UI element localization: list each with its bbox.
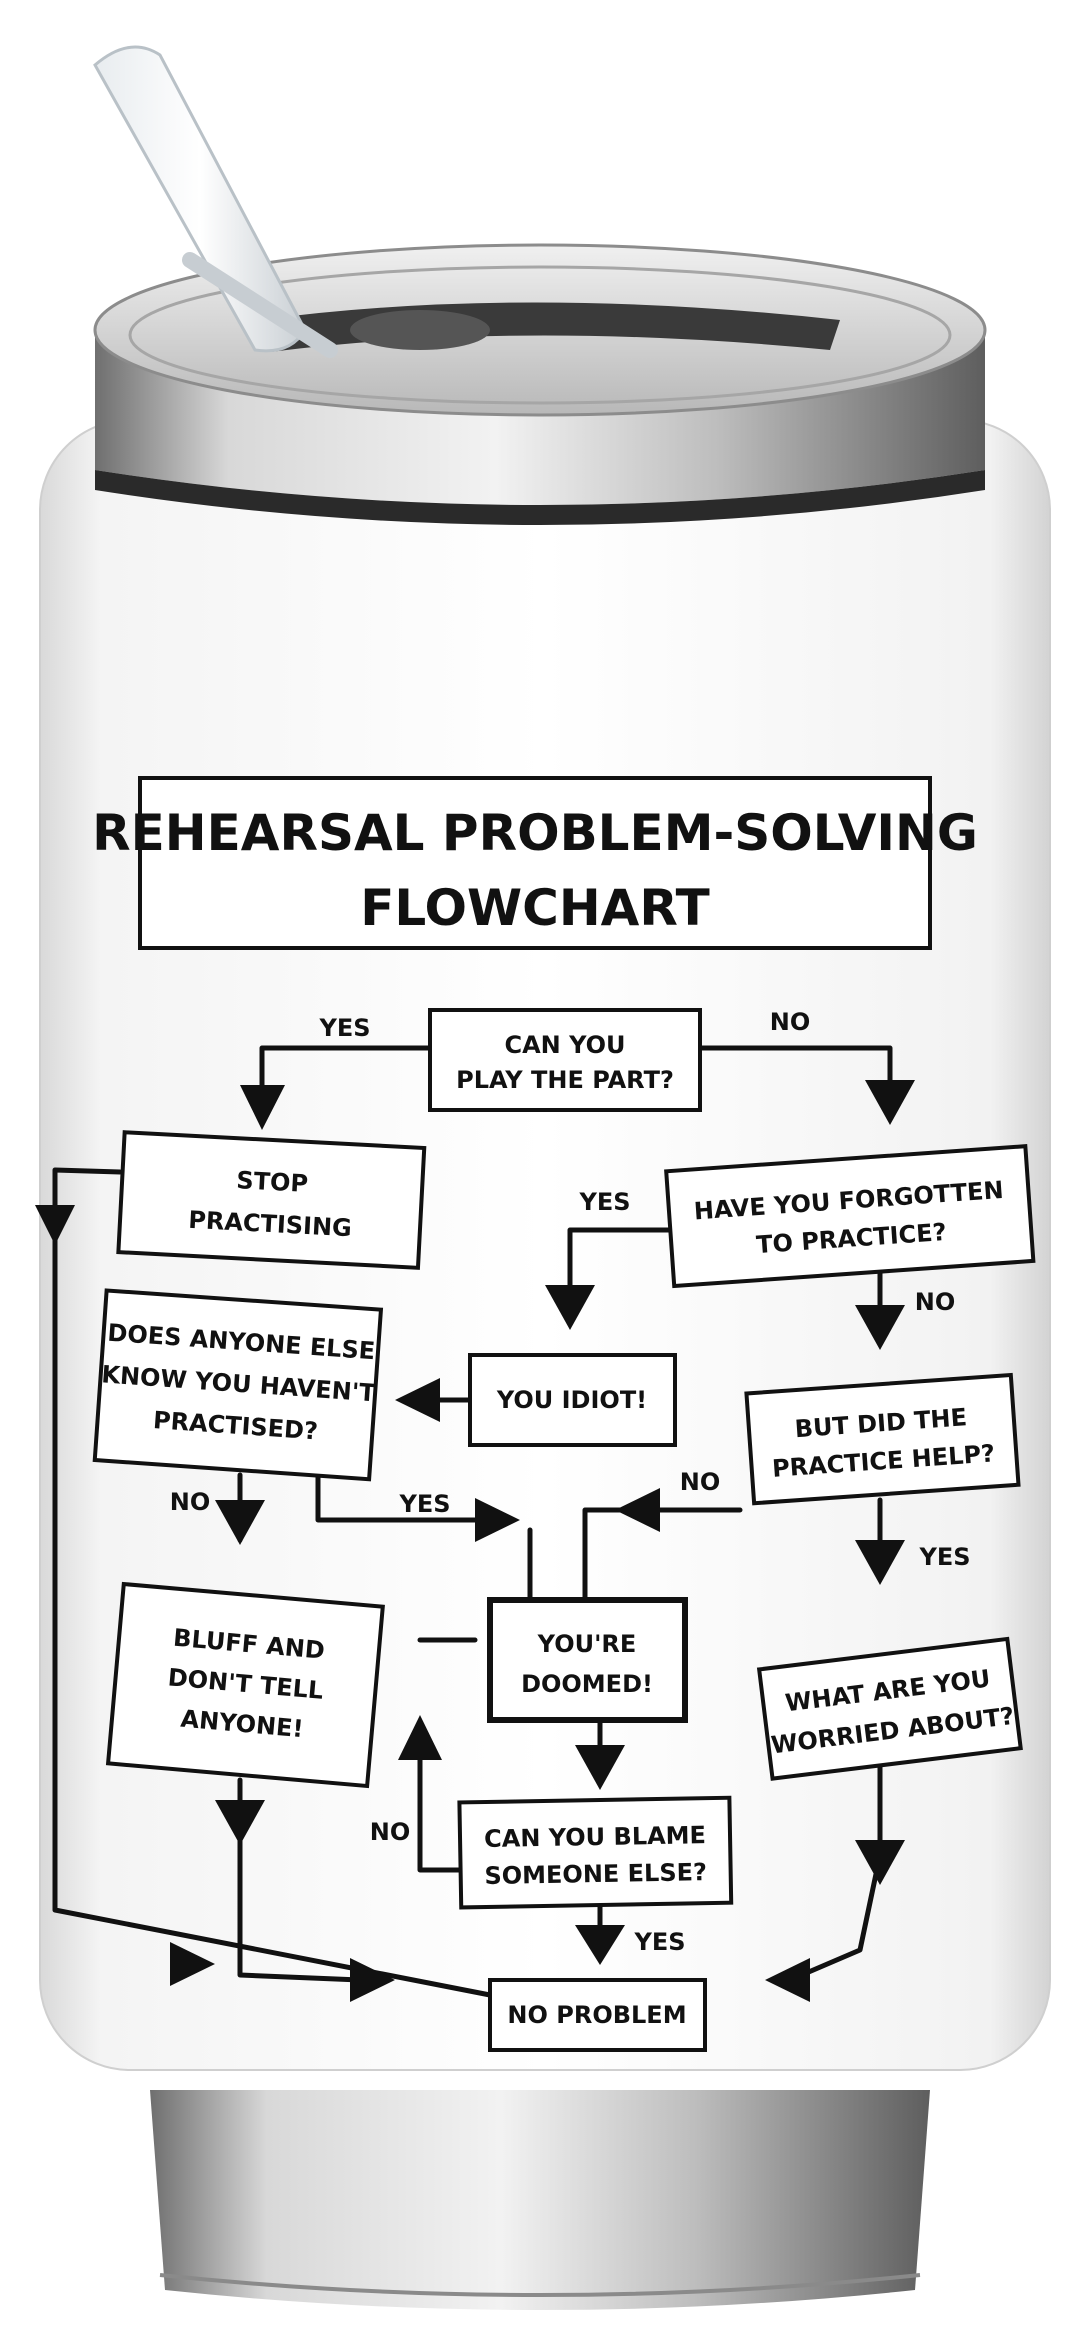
node-can-you-play: CAN YOU PLAY THE PART? (428, 1008, 702, 1112)
title-line-2: FLOWCHART (360, 879, 710, 937)
label-play-no: NO (770, 1008, 811, 1036)
svg-text:CAN YOU BLAME: CAN YOU BLAME (484, 1821, 706, 1853)
node-have-you-forgotten: HAVE YOU FORGOTTEN TO PRACTICE? (664, 1144, 1036, 1289)
node-can-you-blame: CAN YOU BLAME SOMEONE ELSE? (457, 1795, 734, 1910)
label-help-no: NO (680, 1468, 721, 1496)
label-blame-no: NO (370, 1818, 411, 1846)
arrow-down (855, 1840, 905, 1885)
arrow-left (615, 1488, 660, 1532)
node-stop-practising: STOP PRACTISING (116, 1130, 427, 1270)
flowchart-print: REHEARSAL PROBLEM-SOLVING FLOWCHART (35, 776, 1036, 2052)
arrow-right (475, 1498, 520, 1542)
can-lid (93, 243, 987, 525)
label-anyone-no: NO (170, 1488, 211, 1516)
flow-connectors (52, 1045, 893, 1998)
label-blame-yes: YES (633, 1928, 685, 1956)
arrow-down (855, 1305, 905, 1350)
arrow-down (545, 1285, 595, 1330)
flow-arrowheads (35, 1080, 915, 2002)
label-help-yes: YES (918, 1543, 970, 1571)
arrow-right (350, 1958, 395, 2002)
label-play-yes: YES (318, 1014, 370, 1042)
arrow-down (215, 1800, 265, 1845)
svg-text:SOMEONE ELSE?: SOMEONE ELSE? (484, 1858, 707, 1890)
arrow-left (765, 1958, 810, 2002)
arrow-down (35, 1205, 75, 1245)
flowchart-title: REHEARSAL PROBLEM-SOLVING FLOWCHART (92, 776, 978, 950)
label-anyone-yes: YES (398, 1490, 450, 1518)
node-youre-doomed: YOU'RE DOOMED! (487, 1597, 688, 1723)
arrow-down (575, 1925, 625, 1965)
arrow-down (215, 1500, 265, 1545)
node-did-practice-help: BUT DID THE PRACTICE HELP? (744, 1372, 1021, 1506)
label-forgot-no: NO (915, 1288, 956, 1316)
arrow-down (855, 1540, 905, 1585)
svg-text:YOU IDIOT!: YOU IDIOT! (496, 1386, 647, 1414)
arrow-down (240, 1085, 285, 1130)
node-no-problem: NO PROBLEM (488, 1978, 707, 2052)
arrow-down (865, 1080, 915, 1125)
svg-text:NO PROBLEM: NO PROBLEM (507, 2001, 686, 2029)
arrow-left (395, 1378, 440, 1422)
node-does-anyone-else: DOES ANYONE ELSE KNOW YOU HAVEN'T PRACTI… (92, 1288, 384, 1482)
svg-text:STOP: STOP (236, 1166, 309, 1198)
svg-text:PLAY THE PART?: PLAY THE PART? (456, 1066, 674, 1094)
svg-text:YOU'RE: YOU'RE (537, 1630, 637, 1658)
arrow-down (575, 1745, 625, 1790)
svg-text:CAN YOU: CAN YOU (504, 1031, 625, 1059)
title-line-1: REHEARSAL PROBLEM-SOLVING (92, 804, 978, 862)
arrow-right (170, 1942, 215, 1986)
node-you-idiot: YOU IDIOT! (468, 1353, 677, 1447)
straw (93, 45, 338, 358)
can-base (150, 2090, 930, 2310)
label-forgot-yes: YES (578, 1188, 630, 1216)
arrow-up (398, 1715, 442, 1760)
svg-text:DOOMED!: DOOMED! (521, 1670, 653, 1698)
node-bluff: BLUFF AND DON'T TELL ANYONE! (105, 1581, 385, 1789)
node-what-worried: WHAT ARE YOU WORRIED ABOUT? (756, 1636, 1023, 1781)
